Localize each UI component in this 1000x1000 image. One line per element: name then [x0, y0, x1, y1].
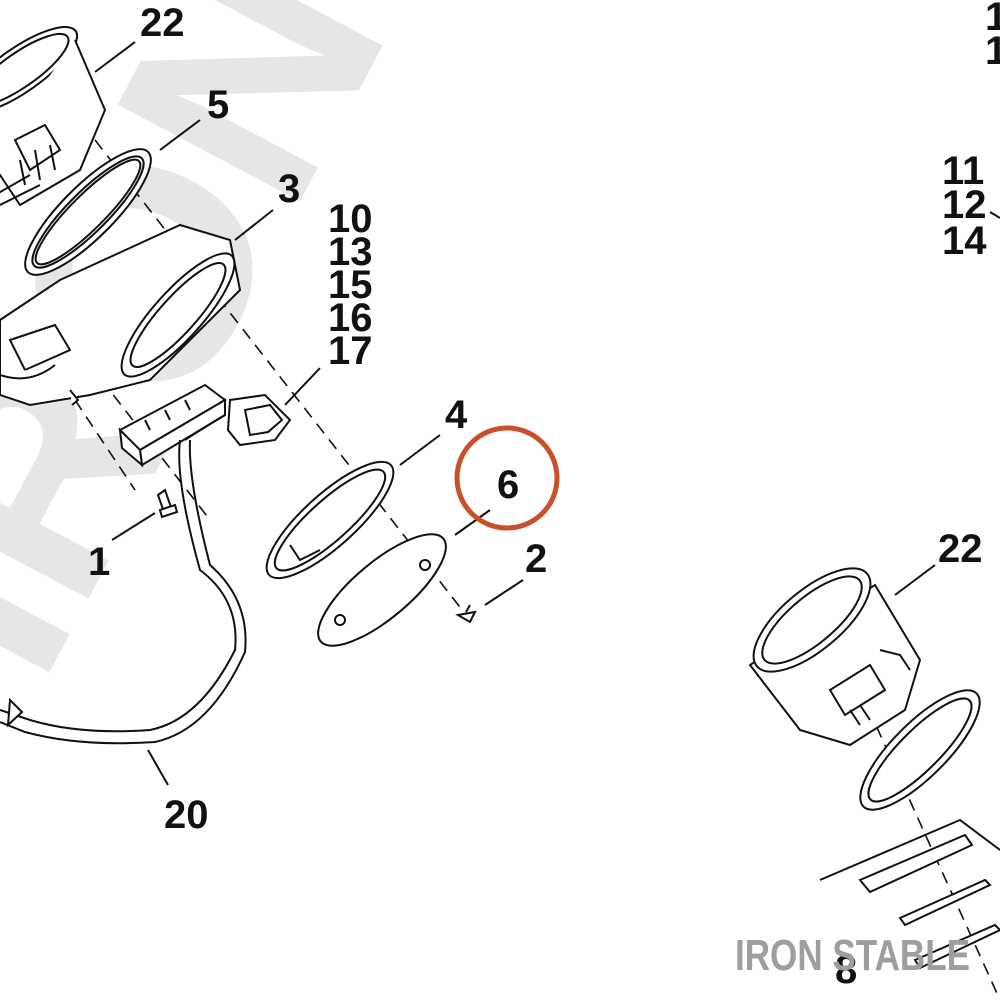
callout-stack-right-3: 14 — [942, 219, 987, 263]
leader-lines — [94, 41, 1000, 786]
callout-stack-left-4: 16 — [328, 296, 373, 340]
callout-stack-right-2: 12 — [942, 183, 987, 227]
part-3-gauge-cowl — [0, 223, 242, 407]
callout-stack-right-1: 11 — [942, 149, 984, 193]
part-8-panel-kit — [819, 818, 1000, 970]
callout-stack-left-3: 15 — [328, 263, 373, 307]
callout-stack-left-2: 13 — [328, 230, 373, 274]
callout-edge-top-right-1: 1 — [985, 0, 1000, 39]
part-right-bezel-ring — [859, 689, 981, 811]
part-4-gasket-ring — [265, 460, 395, 580]
part-22-gauge-housing-top — [0, 26, 107, 207]
callout-8: 8 — [835, 948, 857, 992]
callout-labels: 22 5 3 10 13 15 16 17 4 6 2 1 20 22 8 11… — [88, 0, 1000, 992]
callout-3: 3 — [278, 167, 300, 211]
part-22-gauge-housing-right — [748, 567, 922, 747]
part-1-screw — [156, 488, 179, 519]
callout-stack-left-5: 17 — [328, 329, 373, 373]
part-6-lens-plate — [317, 533, 447, 647]
callout-4: 4 — [445, 393, 468, 437]
callout-stack-left-1: 10 — [328, 197, 373, 241]
callout-20: 20 — [164, 793, 209, 837]
highlight-circle — [454, 425, 560, 531]
callout-5: 5 — [207, 83, 229, 127]
part-20-wiring-harness — [0, 414, 247, 745]
callout-edge-top-right-2: 1 — [985, 29, 1000, 73]
part-5-bezel-ring — [24, 148, 152, 276]
callout-2: 2 — [525, 537, 547, 581]
part-17-connector-block — [118, 383, 292, 468]
brand-watermark: IRON STABLE — [735, 931, 970, 980]
callout-1: 1 — [88, 540, 110, 584]
callout-6: 6 — [497, 463, 519, 507]
callout-22-right: 22 — [938, 527, 983, 571]
part-2-small-screw — [455, 604, 477, 624]
callout-22-top: 22 — [140, 1, 185, 45]
